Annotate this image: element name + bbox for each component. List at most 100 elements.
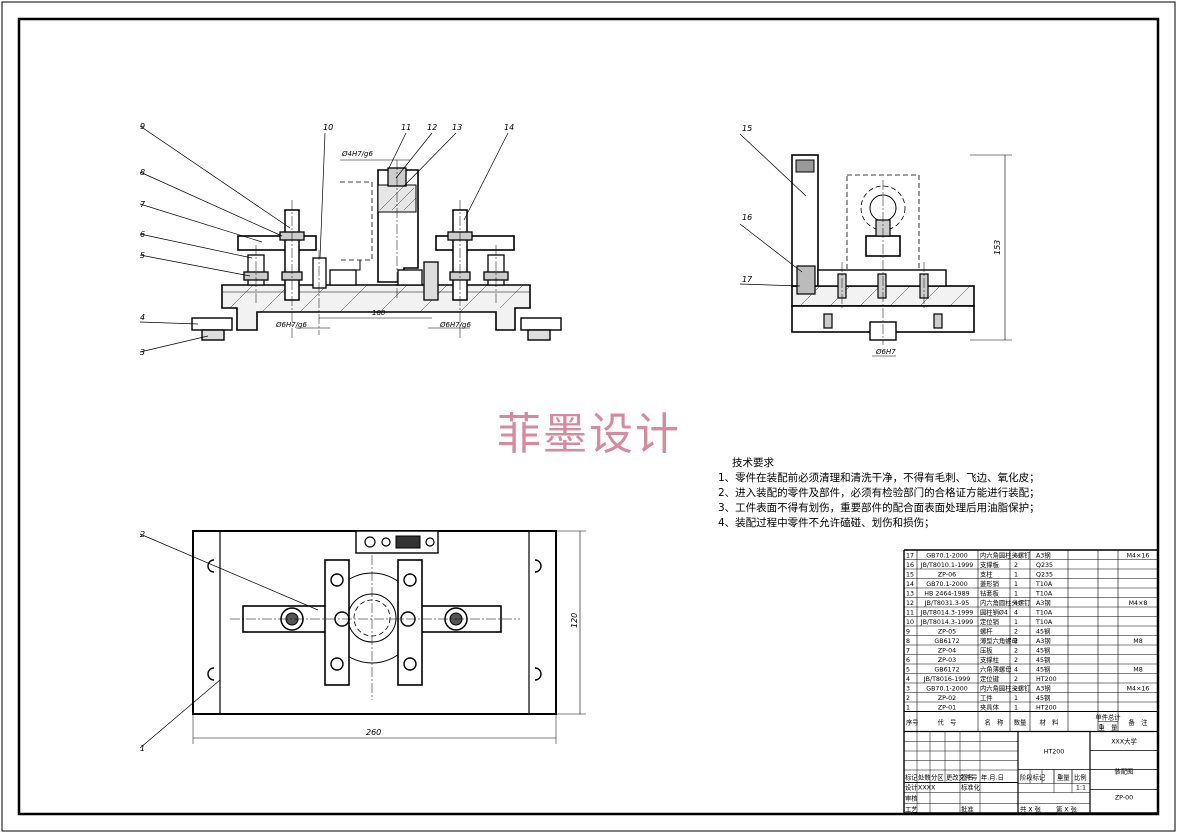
bom-no: 2 bbox=[906, 695, 910, 702]
tech-req-line-1: 1、零件在装配前必须清理和清洗干净，不得有毛刺、飞边、氧化皮； bbox=[718, 472, 1040, 484]
bom-no: 11 bbox=[906, 609, 914, 616]
front-view-labels: 9 8 7 6 5 4 3 10 11 12 13 14 Ø4H7/g6 Ø6H… bbox=[140, 122, 514, 357]
dim-span: 180 bbox=[372, 309, 386, 317]
bom-name: 钻套板 bbox=[980, 588, 1000, 597]
tb-school: XXX大学 bbox=[1111, 737, 1137, 746]
bom-header-weight: 重 量 bbox=[1099, 724, 1119, 732]
bom-qty: 1 bbox=[1014, 619, 1018, 626]
balloon-6: 6 bbox=[140, 230, 145, 239]
tb-std: 标准化 bbox=[961, 783, 981, 792]
balloon-9: 9 bbox=[140, 122, 145, 131]
bom-code: ZP-01 bbox=[938, 704, 956, 711]
tb-sheets: 共 X 张 bbox=[1020, 805, 1042, 814]
bom-note: M4×16 bbox=[1127, 552, 1150, 559]
bom-code: ZP-03 bbox=[938, 657, 956, 664]
bom-no: 15 bbox=[906, 571, 914, 578]
bom-no: 17 bbox=[906, 552, 914, 559]
bom-header-weight-cols: 单件总计 bbox=[1095, 713, 1121, 722]
bom-mat: A3钢 bbox=[1036, 551, 1051, 559]
bom-no: 9 bbox=[906, 628, 910, 635]
bom-mat: A3钢 bbox=[1036, 599, 1051, 607]
tb-count: 处数 bbox=[918, 773, 931, 782]
balloon-7: 7 bbox=[140, 200, 146, 209]
side-view-labels: 15 16 17 153 Ø6H7 bbox=[742, 124, 1002, 356]
balloon-2: 2 bbox=[140, 530, 145, 539]
bom-no: 6 bbox=[906, 657, 910, 664]
tech-req-line-2: 2、进入装配的零件及部件，必须有检验部门的合格证方能进行装配； bbox=[718, 487, 1040, 499]
bom-mat: Q235 bbox=[1036, 562, 1053, 569]
bom-qty: 4 bbox=[1014, 600, 1018, 607]
dim-fit-left: Ø6H7/g6 bbox=[275, 321, 307, 329]
bom-name: 定位键 bbox=[980, 674, 1000, 683]
bom-code: ZP-06 bbox=[938, 571, 956, 578]
bom-no: 10 bbox=[906, 619, 914, 626]
balloon-10: 10 bbox=[323, 123, 333, 132]
balloon-15: 15 bbox=[742, 124, 752, 133]
bom-no: 12 bbox=[906, 600, 914, 607]
bom-mat: 45钢 bbox=[1036, 627, 1050, 635]
bom-qty: 1 bbox=[1014, 695, 1018, 702]
bom-name: 圆柱销Ø4 bbox=[980, 607, 1008, 616]
bom-no: 7 bbox=[906, 647, 910, 654]
bom-qty: 2 bbox=[1014, 638, 1018, 645]
bom-qty: 2 bbox=[1014, 562, 1018, 569]
bom-mat: A3钢 bbox=[1036, 637, 1051, 645]
bom-mat: A3钢 bbox=[1036, 684, 1051, 692]
bom-name: 薄型六角螺母 bbox=[980, 636, 1018, 645]
tb-weight-label: 重量 bbox=[1057, 774, 1070, 782]
technical-requirements: 技术要求 1、零件在装配前必须清理和清洗干净，不得有毛刺、飞边、氧化皮； 2、进… bbox=[718, 456, 1040, 531]
front-view bbox=[139, 125, 562, 353]
tech-req-line-4: 4、装配过程中零件不允许磕碰、划伤和损伤； bbox=[718, 517, 935, 529]
bom-mat: HT200 bbox=[1036, 704, 1057, 711]
bom-qty: 6 bbox=[1014, 552, 1018, 559]
bom-mat: T10A bbox=[1035, 590, 1053, 597]
bom-name: 压板 bbox=[980, 645, 993, 654]
dim-fit-top: Ø4H7/g6 bbox=[341, 150, 373, 158]
bom-header-qty: 数量 bbox=[1014, 718, 1027, 727]
watermark: 菲墨设计 bbox=[497, 409, 681, 460]
balloon-14: 14 bbox=[504, 123, 514, 132]
bom-name: 支撑板 bbox=[980, 560, 1000, 569]
bom-code: ZP-05 bbox=[938, 628, 956, 635]
tb-review: 审核 bbox=[905, 794, 918, 803]
bom-qty: 2 bbox=[1014, 628, 1018, 635]
bom-header-note: 备 注 bbox=[1129, 718, 1149, 727]
bom-note: M4×8 bbox=[1129, 600, 1148, 607]
balloon-8: 8 bbox=[140, 168, 145, 177]
bom-mat: HT200 bbox=[1036, 676, 1057, 683]
bom-mat: T10A bbox=[1035, 619, 1053, 626]
bom-name: 支撑柱 bbox=[980, 655, 1000, 664]
bom-mat: 45钢 bbox=[1036, 665, 1050, 673]
bom-no: 14 bbox=[906, 581, 914, 588]
bom-header-mat: 材 料 bbox=[1040, 718, 1060, 727]
bom-no: 13 bbox=[906, 590, 914, 597]
tb-change-no: 更改文件号 bbox=[946, 773, 977, 782]
tb-process: 工艺 bbox=[905, 806, 918, 814]
bom-qty: 2 bbox=[1014, 676, 1018, 683]
bom-code: HB 2464-1989 bbox=[924, 590, 969, 597]
balloon-13: 13 bbox=[452, 123, 462, 132]
tech-req-line-3: 3、工件表面不得有划伤，重要部件的配合面表面处理后用油脂保护； bbox=[718, 502, 1040, 514]
bom-name: 六角薄螺母 bbox=[980, 664, 1011, 673]
bom-code: ZP-04 bbox=[938, 647, 956, 654]
bom-mat: 45钢 bbox=[1036, 646, 1050, 654]
balloon-1: 1 bbox=[140, 744, 145, 753]
bom-no: 1 bbox=[906, 704, 910, 711]
bom-code: GB70.1-2000 bbox=[926, 685, 968, 692]
side-view bbox=[739, 133, 1012, 357]
bom-name: 工件 bbox=[980, 693, 993, 702]
dim-side-height: 153 bbox=[993, 240, 1002, 255]
bom-qty: 2 bbox=[1014, 647, 1018, 654]
balloon-5: 5 bbox=[140, 251, 145, 260]
bom-qty: 1 bbox=[1014, 704, 1018, 711]
bom-no: 3 bbox=[906, 685, 910, 692]
tb-scale: 1:1 bbox=[1076, 785, 1086, 792]
bom-mat: T10A bbox=[1035, 581, 1053, 588]
tb-material: HT200 bbox=[1044, 749, 1065, 756]
tb-designer: XXXX bbox=[918, 785, 936, 792]
bom-header-code: 代 号 bbox=[938, 718, 957, 727]
tech-req-title: 技术要求 bbox=[732, 457, 774, 469]
